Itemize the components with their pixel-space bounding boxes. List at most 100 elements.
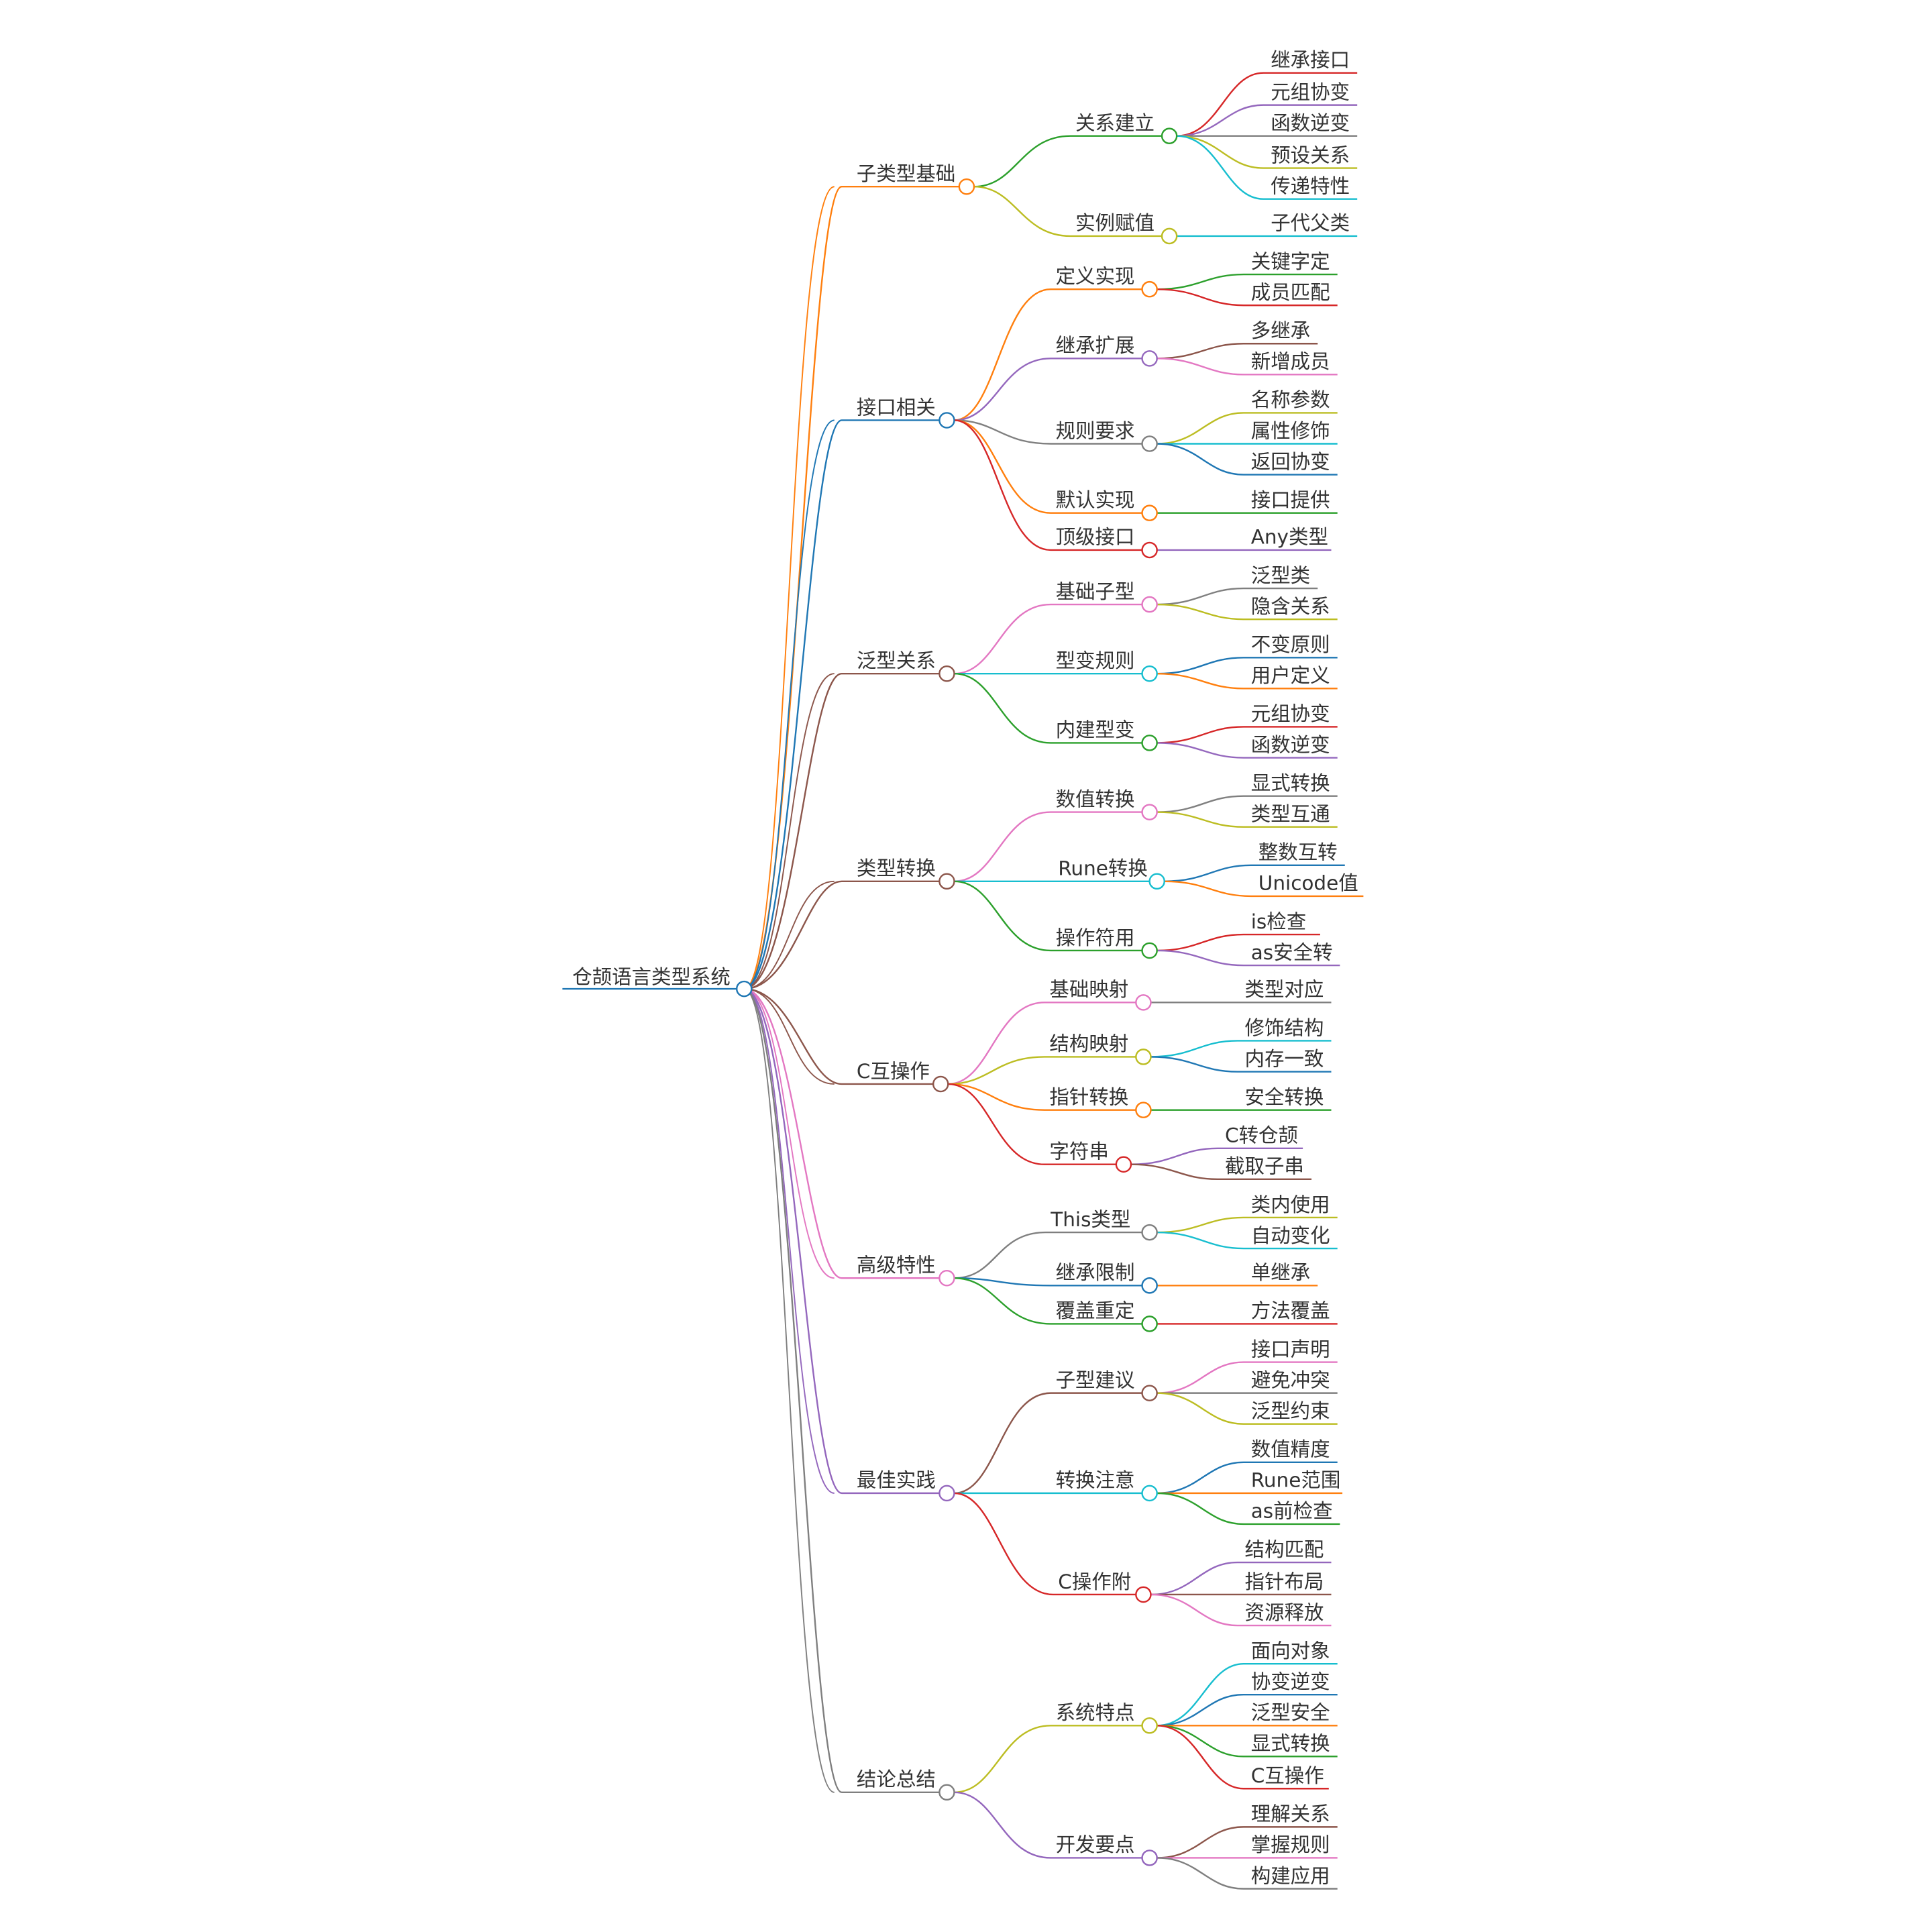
branch-line: [744, 987, 947, 1495]
leaf-line: [1157, 412, 1338, 445]
subtopic-line: [973, 186, 1163, 237]
subtopic-node-circle[interactable]: [1141, 435, 1158, 452]
subtopic-node-circle[interactable]: [1141, 1316, 1158, 1332]
subtopic-node-circle[interactable]: [1141, 1849, 1158, 1866]
leaf-label: 类型互通: [1251, 802, 1330, 825]
subtopic-node-circle[interactable]: [1141, 1485, 1158, 1502]
leaf-label: as安全转: [1251, 941, 1333, 964]
subtopic-node-circle[interactable]: [1141, 1717, 1158, 1734]
leaf-label: 接口声明: [1251, 1338, 1330, 1360]
leaf-label: 面向对象: [1251, 1640, 1330, 1662]
subtopic-node-circle[interactable]: [1141, 504, 1158, 521]
branch-line: [744, 987, 941, 1085]
branch-connector: [744, 673, 835, 990]
subtopic-node-circle[interactable]: [1141, 1277, 1158, 1294]
subtopic-line: [954, 358, 1142, 421]
subtopic-label: 型变规则: [1056, 649, 1135, 672]
leaf-label: 关键字定: [1251, 250, 1330, 273]
subtopic-node-circle[interactable]: [1135, 994, 1152, 1011]
leaf-label: 新增成员: [1251, 350, 1330, 373]
branch-connector: [744, 419, 835, 990]
leaf-label: 名称参数: [1251, 388, 1330, 411]
subtopic-line: [948, 1002, 1136, 1085]
branch-node-circle[interactable]: [932, 1075, 949, 1093]
subtopic-label: 操作符用: [1056, 926, 1135, 949]
subtopic-line: [948, 1056, 1136, 1085]
subtopic-line: [954, 1392, 1142, 1495]
leaf-label: Unicode值: [1258, 872, 1358, 895]
leaf-line: [1130, 1163, 1312, 1181]
subtopic-line: [954, 880, 1142, 952]
leaf-label: 返回协变: [1251, 450, 1330, 473]
leaf-line: [1157, 603, 1338, 621]
leaf-line: [1157, 587, 1318, 606]
subtopic-label: 顶级接口: [1056, 526, 1135, 549]
subtopic-node-circle[interactable]: [1135, 1102, 1152, 1118]
leaf-label: 泛型约束: [1251, 1399, 1330, 1422]
leaf-line: [1157, 273, 1338, 290]
subtopic-node-circle[interactable]: [1141, 942, 1158, 959]
leaf-label: 泛型安全: [1251, 1701, 1330, 1724]
subtopic-node-circle[interactable]: [1148, 873, 1165, 890]
subtopic-label: 转换注意: [1056, 1469, 1135, 1492]
branch-connector: [744, 988, 835, 1494]
subtopic-node-circle[interactable]: [1141, 280, 1158, 298]
leaf-line: [1157, 949, 1340, 967]
leaf-line: [1177, 135, 1358, 169]
branch-node-circle[interactable]: [958, 178, 975, 195]
subtopic-node-circle[interactable]: [1115, 1156, 1132, 1173]
leaf-label: 泛型类: [1251, 564, 1310, 587]
leaf-label: 资源释放: [1245, 1601, 1324, 1624]
subtopic-label: 默认实现: [1056, 488, 1135, 511]
subtopic-line: [954, 1277, 1142, 1325]
leaf-label: 继承接口: [1271, 49, 1350, 72]
subtopic-node-circle[interactable]: [1141, 596, 1158, 613]
subtopic-label: 规则要求: [1056, 419, 1135, 442]
subtopic-node-circle[interactable]: [1141, 735, 1158, 751]
branch-node-circle[interactable]: [938, 873, 955, 890]
leaf-label: 类型对应: [1245, 978, 1324, 1001]
leaf-line: [1164, 864, 1345, 882]
leaf-label: 不变原则: [1251, 633, 1330, 656]
subtopic-node-circle[interactable]: [1141, 1224, 1158, 1241]
subtopic-line: [954, 1492, 1136, 1596]
leaf-label: 隐含关系: [1251, 595, 1330, 618]
branch-node-circle[interactable]: [938, 1784, 955, 1801]
leaf-line: [1157, 1216, 1338, 1234]
subtopic-node-circle[interactable]: [1135, 1049, 1152, 1065]
branch-line: [744, 673, 947, 990]
subtopic-node-circle[interactable]: [1135, 1586, 1152, 1603]
leaf-label: 函数逆变: [1271, 111, 1350, 134]
branch-node-circle[interactable]: [938, 1270, 955, 1287]
subtopic-label: This类型: [1050, 1208, 1130, 1231]
leaf-label: as前检查: [1251, 1500, 1333, 1523]
leaf-line: [1177, 104, 1358, 137]
subtopic-node-circle[interactable]: [1141, 665, 1158, 682]
branch-node-circle[interactable]: [938, 665, 955, 682]
subtopic-node-circle[interactable]: [1141, 541, 1158, 559]
leaf-line: [1157, 1857, 1338, 1890]
branch-node-circle[interactable]: [938, 412, 955, 429]
leaf-line: [1150, 1040, 1332, 1058]
subtopic-node-circle[interactable]: [1141, 1385, 1158, 1401]
subtopic-node-circle[interactable]: [1141, 350, 1158, 367]
branch-connector: [744, 988, 835, 1279]
branch-connector: [744, 186, 835, 990]
branch-node-circle[interactable]: [938, 1485, 955, 1502]
leaf-line: [1157, 358, 1338, 376]
root-node-circle[interactable]: [735, 980, 753, 998]
leaf-label: 数值精度: [1251, 1438, 1330, 1461]
leaf-label: 属性修饰: [1251, 419, 1330, 442]
subtopic-label: 定义实现: [1056, 265, 1135, 288]
subtopic-node-circle[interactable]: [1161, 127, 1178, 144]
subtopic-label: 覆盖重定: [1056, 1299, 1135, 1322]
leaf-line: [1130, 1147, 1303, 1165]
subtopic-line: [954, 673, 1142, 744]
subtopic-node-circle[interactable]: [1161, 227, 1178, 245]
subtopic-node-circle[interactable]: [1141, 804, 1158, 820]
leaf-label: Rune范围: [1251, 1469, 1341, 1492]
leaf-label: 接口提供: [1251, 488, 1330, 511]
branch-label: 泛型关系: [857, 649, 936, 672]
leaf-line: [1157, 443, 1338, 476]
